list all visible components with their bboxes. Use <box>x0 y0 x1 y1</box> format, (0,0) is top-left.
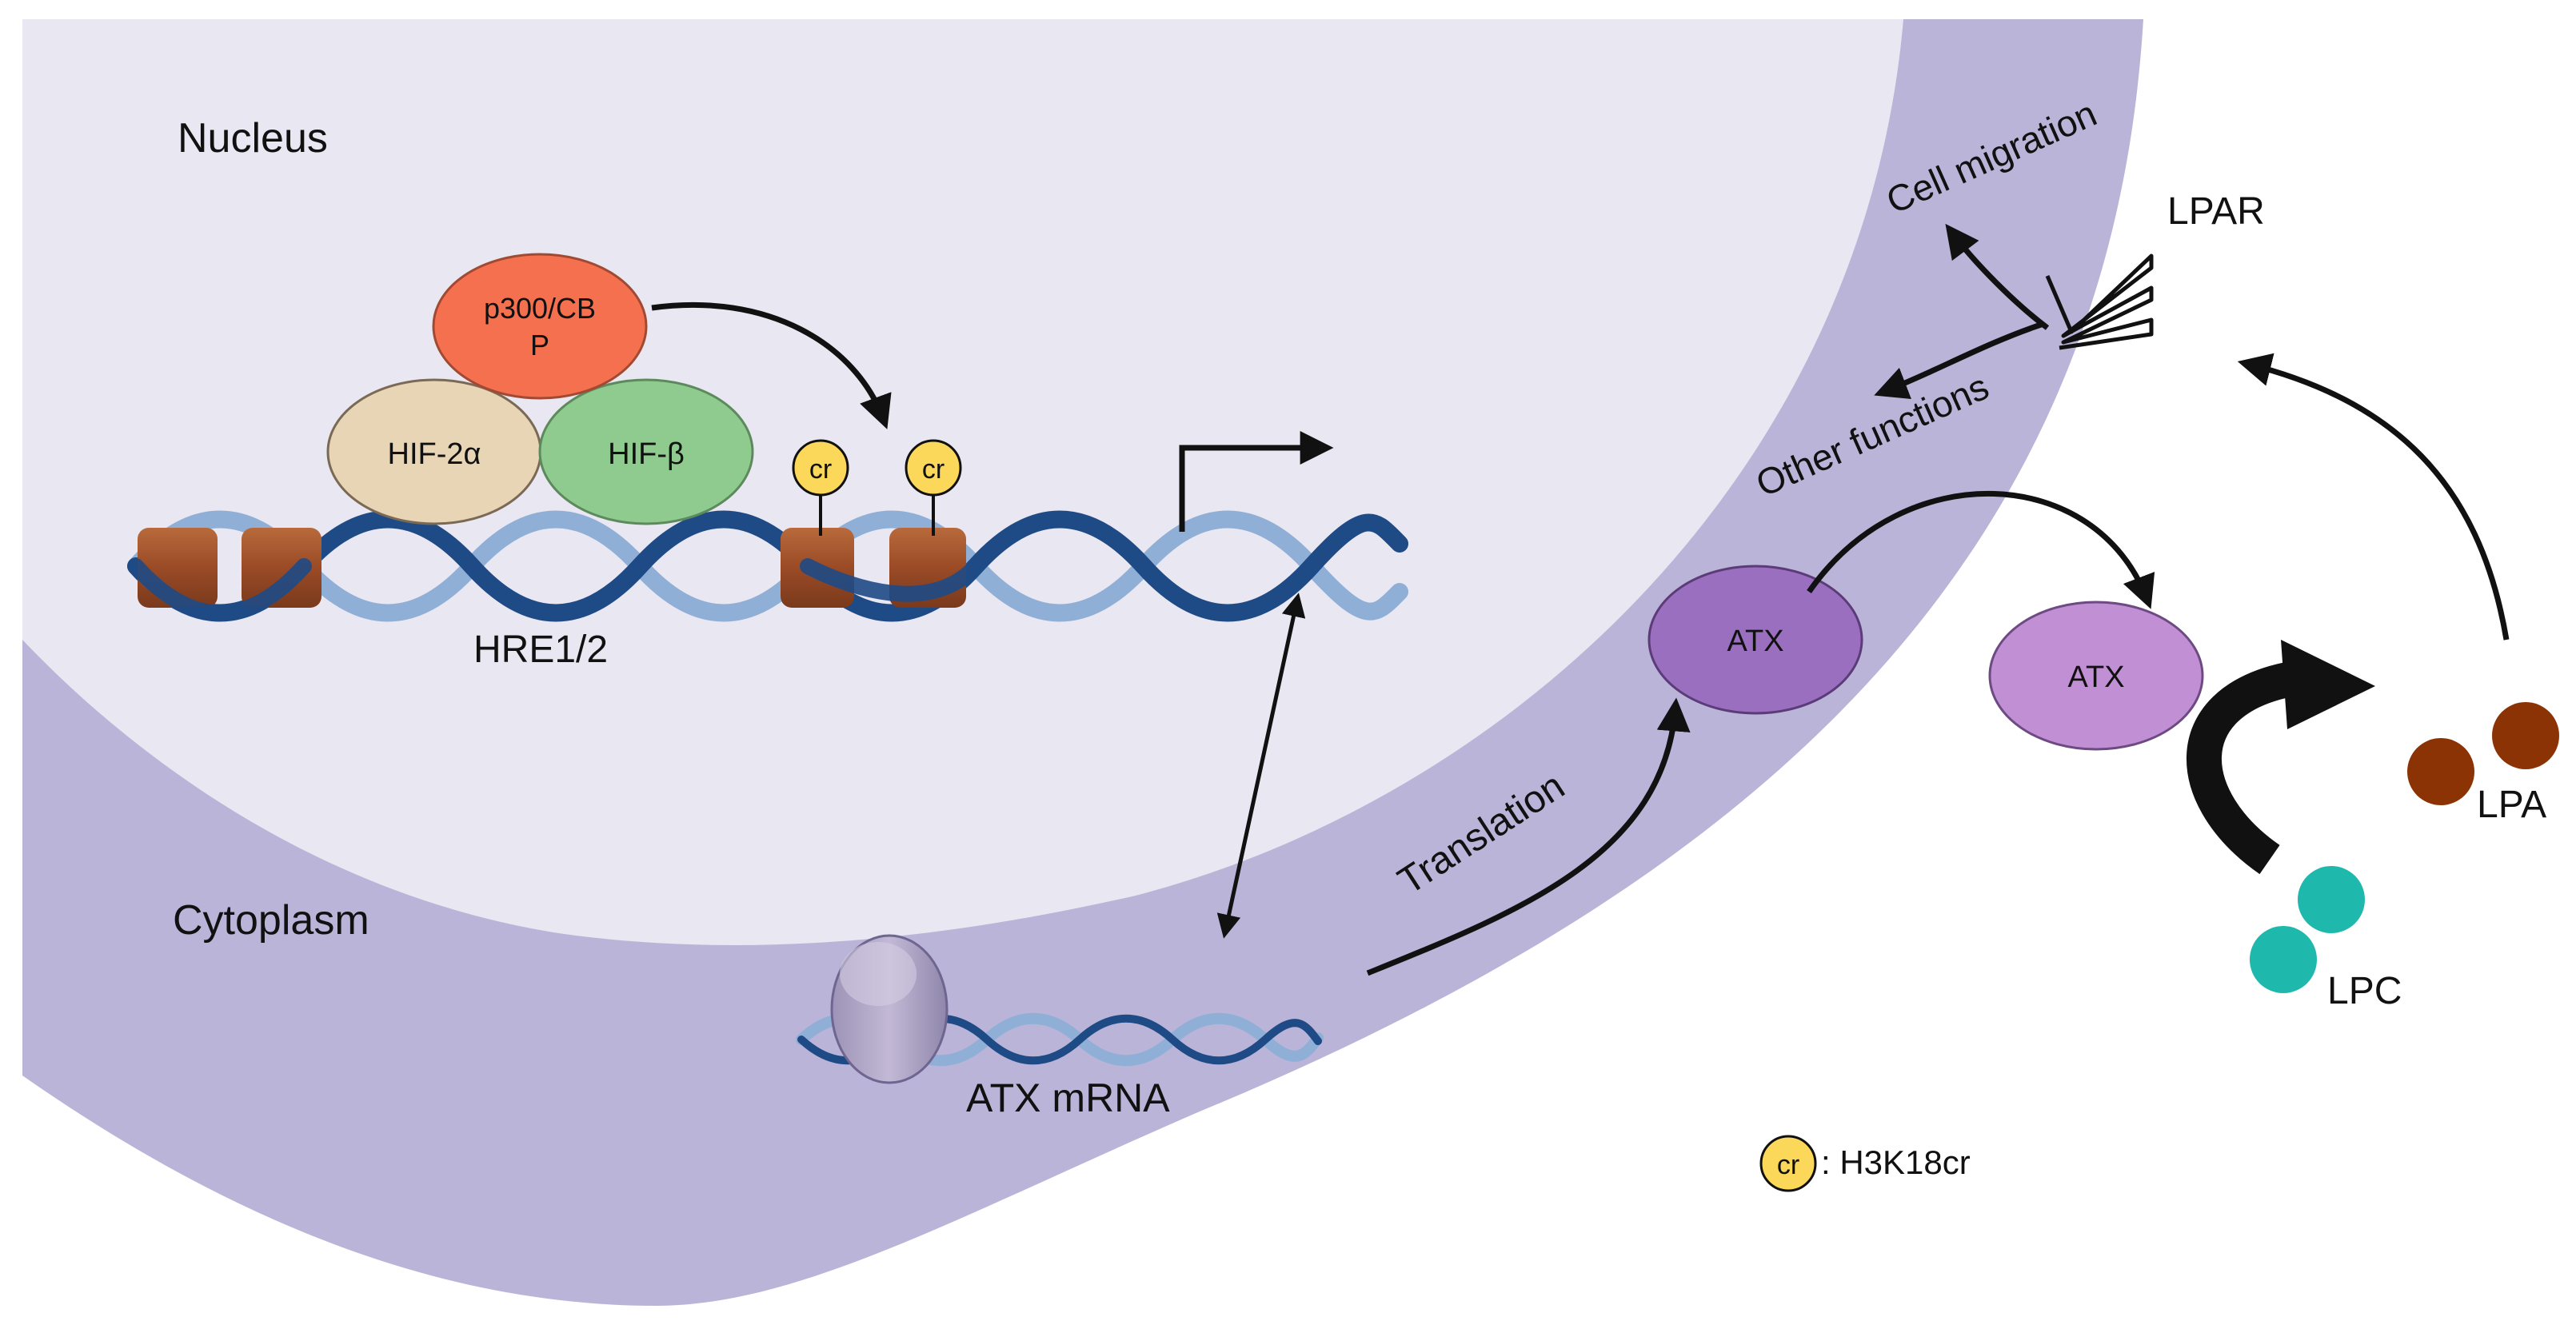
atx-membrane-protein <box>1647 565 1863 715</box>
p300-cbp-protein <box>432 253 648 400</box>
p300-label-line1: p300/CB <box>484 292 596 325</box>
translation-arrow <box>1366 697 1691 976</box>
nucleus-region <box>22 19 1903 945</box>
lpc-to-lpa-arrow <box>2187 662 2292 875</box>
histone-2 <box>242 528 322 608</box>
lpc-molecule-2 <box>2250 926 2317 993</box>
lpar-receptor <box>2045 253 2154 350</box>
ribosome-highlight <box>840 942 917 1006</box>
nucleus-label: Nucleus <box>178 115 328 162</box>
lpar-label: LPAR <box>2167 190 2265 233</box>
p300-label-line2: P <box>530 329 549 361</box>
legend-text: : H3K18cr <box>1821 1143 1971 1181</box>
atx-membrane-label: ATX <box>1727 625 1783 658</box>
lpa-label: LPA <box>2477 784 2546 826</box>
svg-text:cr: cr <box>922 454 945 485</box>
lpa-to-lpar-arrow <box>2237 353 2510 641</box>
lpa-molecule-2 <box>2492 702 2559 769</box>
svg-text:cr: cr <box>809 454 832 485</box>
cr-mark-1: cr <box>792 439 849 536</box>
lpc-to-lpa-arrowhead <box>2281 640 2375 729</box>
other-functions-arrow <box>1874 321 2045 400</box>
lpa-molecule-1 <box>2407 738 2474 805</box>
transcription-start-arrow <box>1179 431 1334 532</box>
cr-mark-2: cr <box>905 439 962 536</box>
p300-to-histone-arrow <box>651 301 892 429</box>
hre-label: HRE1/2 <box>473 629 608 671</box>
transcription-to-mrna-arrow <box>1216 593 1306 939</box>
dna-wrap-overlay <box>128 558 984 621</box>
legend: cr : H3K18cr <box>1759 1135 1971 1192</box>
cytoplasm-label: Cytoplasm <box>173 897 369 944</box>
atx-secreted-label: ATX <box>2067 661 2124 694</box>
legend-cr-label: cr <box>1777 1150 1799 1180</box>
lpc-molecule-1 <box>2298 866 2365 933</box>
hifb-protein <box>538 378 754 525</box>
hifb-label: HIF-β <box>608 437 685 471</box>
lpc-label: LPC <box>2327 970 2402 1012</box>
cell-migration-arrow <box>1945 223 2050 330</box>
mrna-label: ATX mRNA <box>966 1076 1170 1120</box>
legend-cr-symbol <box>1759 1135 1817 1192</box>
hif2a-label: HIF-2α <box>388 437 481 471</box>
atx-secreted-protein <box>1988 601 2204 751</box>
atx-secretion-arrow <box>1807 491 2155 609</box>
